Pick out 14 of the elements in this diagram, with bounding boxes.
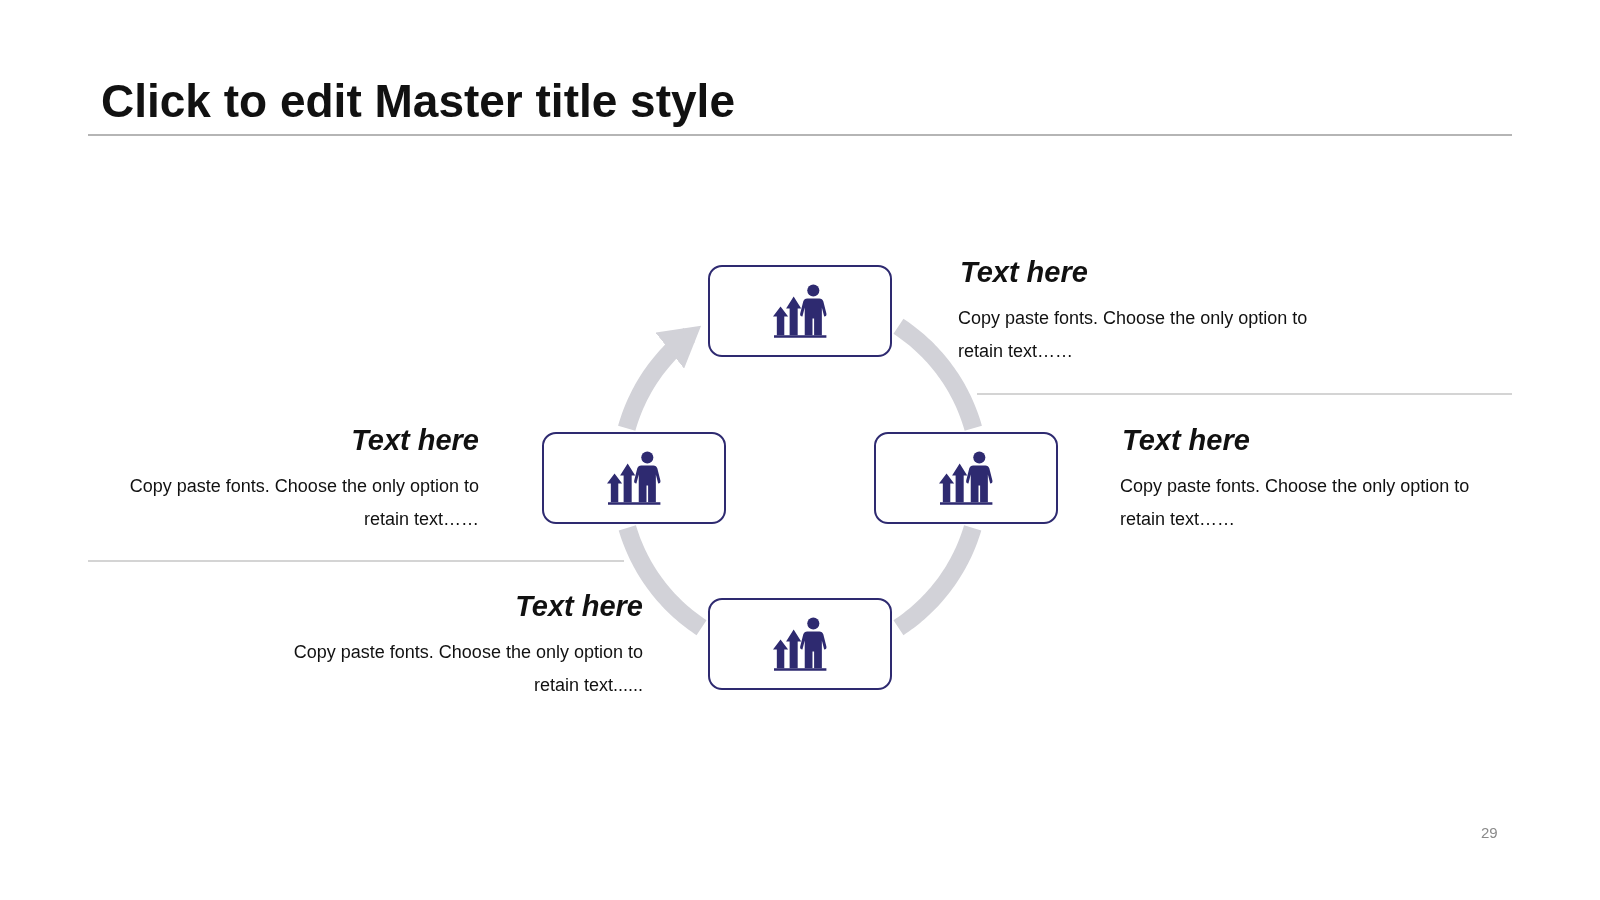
item-description: Copy paste fonts. Choose the only option to retain text...... xyxy=(292,641,643,697)
page-number: 29 xyxy=(1481,824,1498,842)
icon-box xyxy=(708,265,892,357)
item-heading: Text here xyxy=(351,423,479,458)
icon-box xyxy=(708,598,892,690)
item-heading: Text here xyxy=(1122,423,1250,458)
item-heading: Text here xyxy=(515,589,643,624)
item-description: Copy paste fonts. Choose the only option to retain text…… xyxy=(1120,475,1471,531)
icon-box xyxy=(874,432,1058,524)
item-heading: Text here xyxy=(960,255,1088,290)
slide-title: Click to edit Master title style xyxy=(101,74,735,129)
icon-box xyxy=(542,432,726,524)
item-description: Copy paste fonts. Choose the only option to retain text…… xyxy=(128,475,479,531)
item-description: Copy paste fonts. Choose the only option to retain text…… xyxy=(958,307,1309,363)
